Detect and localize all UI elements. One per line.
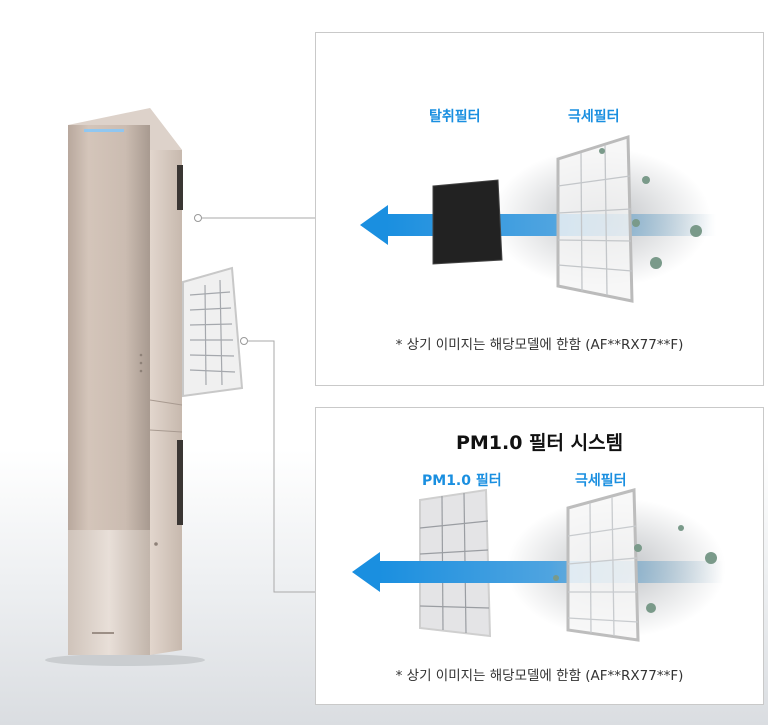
fine-filter-label: 극세필터 <box>575 473 627 489</box>
pm1-filter-panel: PM1.0 필터 시스템 PM1.0 필터 극세필터 * 상기 이미지는 해당모… <box>315 407 764 705</box>
model-note: * 상기 이미지는 해당모델에 한함 (AF**RX77**F) <box>395 668 684 684</box>
pm1-filter-illustration <box>352 488 726 642</box>
pm1-filter-label: PM1.0 필터 <box>422 473 502 489</box>
fine-filter-label: 극세필터 <box>568 109 620 125</box>
deodorizing-filter-label: 탈취필터 <box>429 109 481 125</box>
model-note: * 상기 이미지는 해당모델에 한함 (AF**RX77**F) <box>395 337 684 353</box>
deodorizing-filter-panel: 탈취필터 극세필터 * 상기 이미지는 해당모델에 한함 (AF**RX77**… <box>315 32 764 386</box>
deodorizing-filter-illustration <box>360 134 716 303</box>
pm1-system-title: PM1.0 필터 시스템 <box>455 432 624 454</box>
